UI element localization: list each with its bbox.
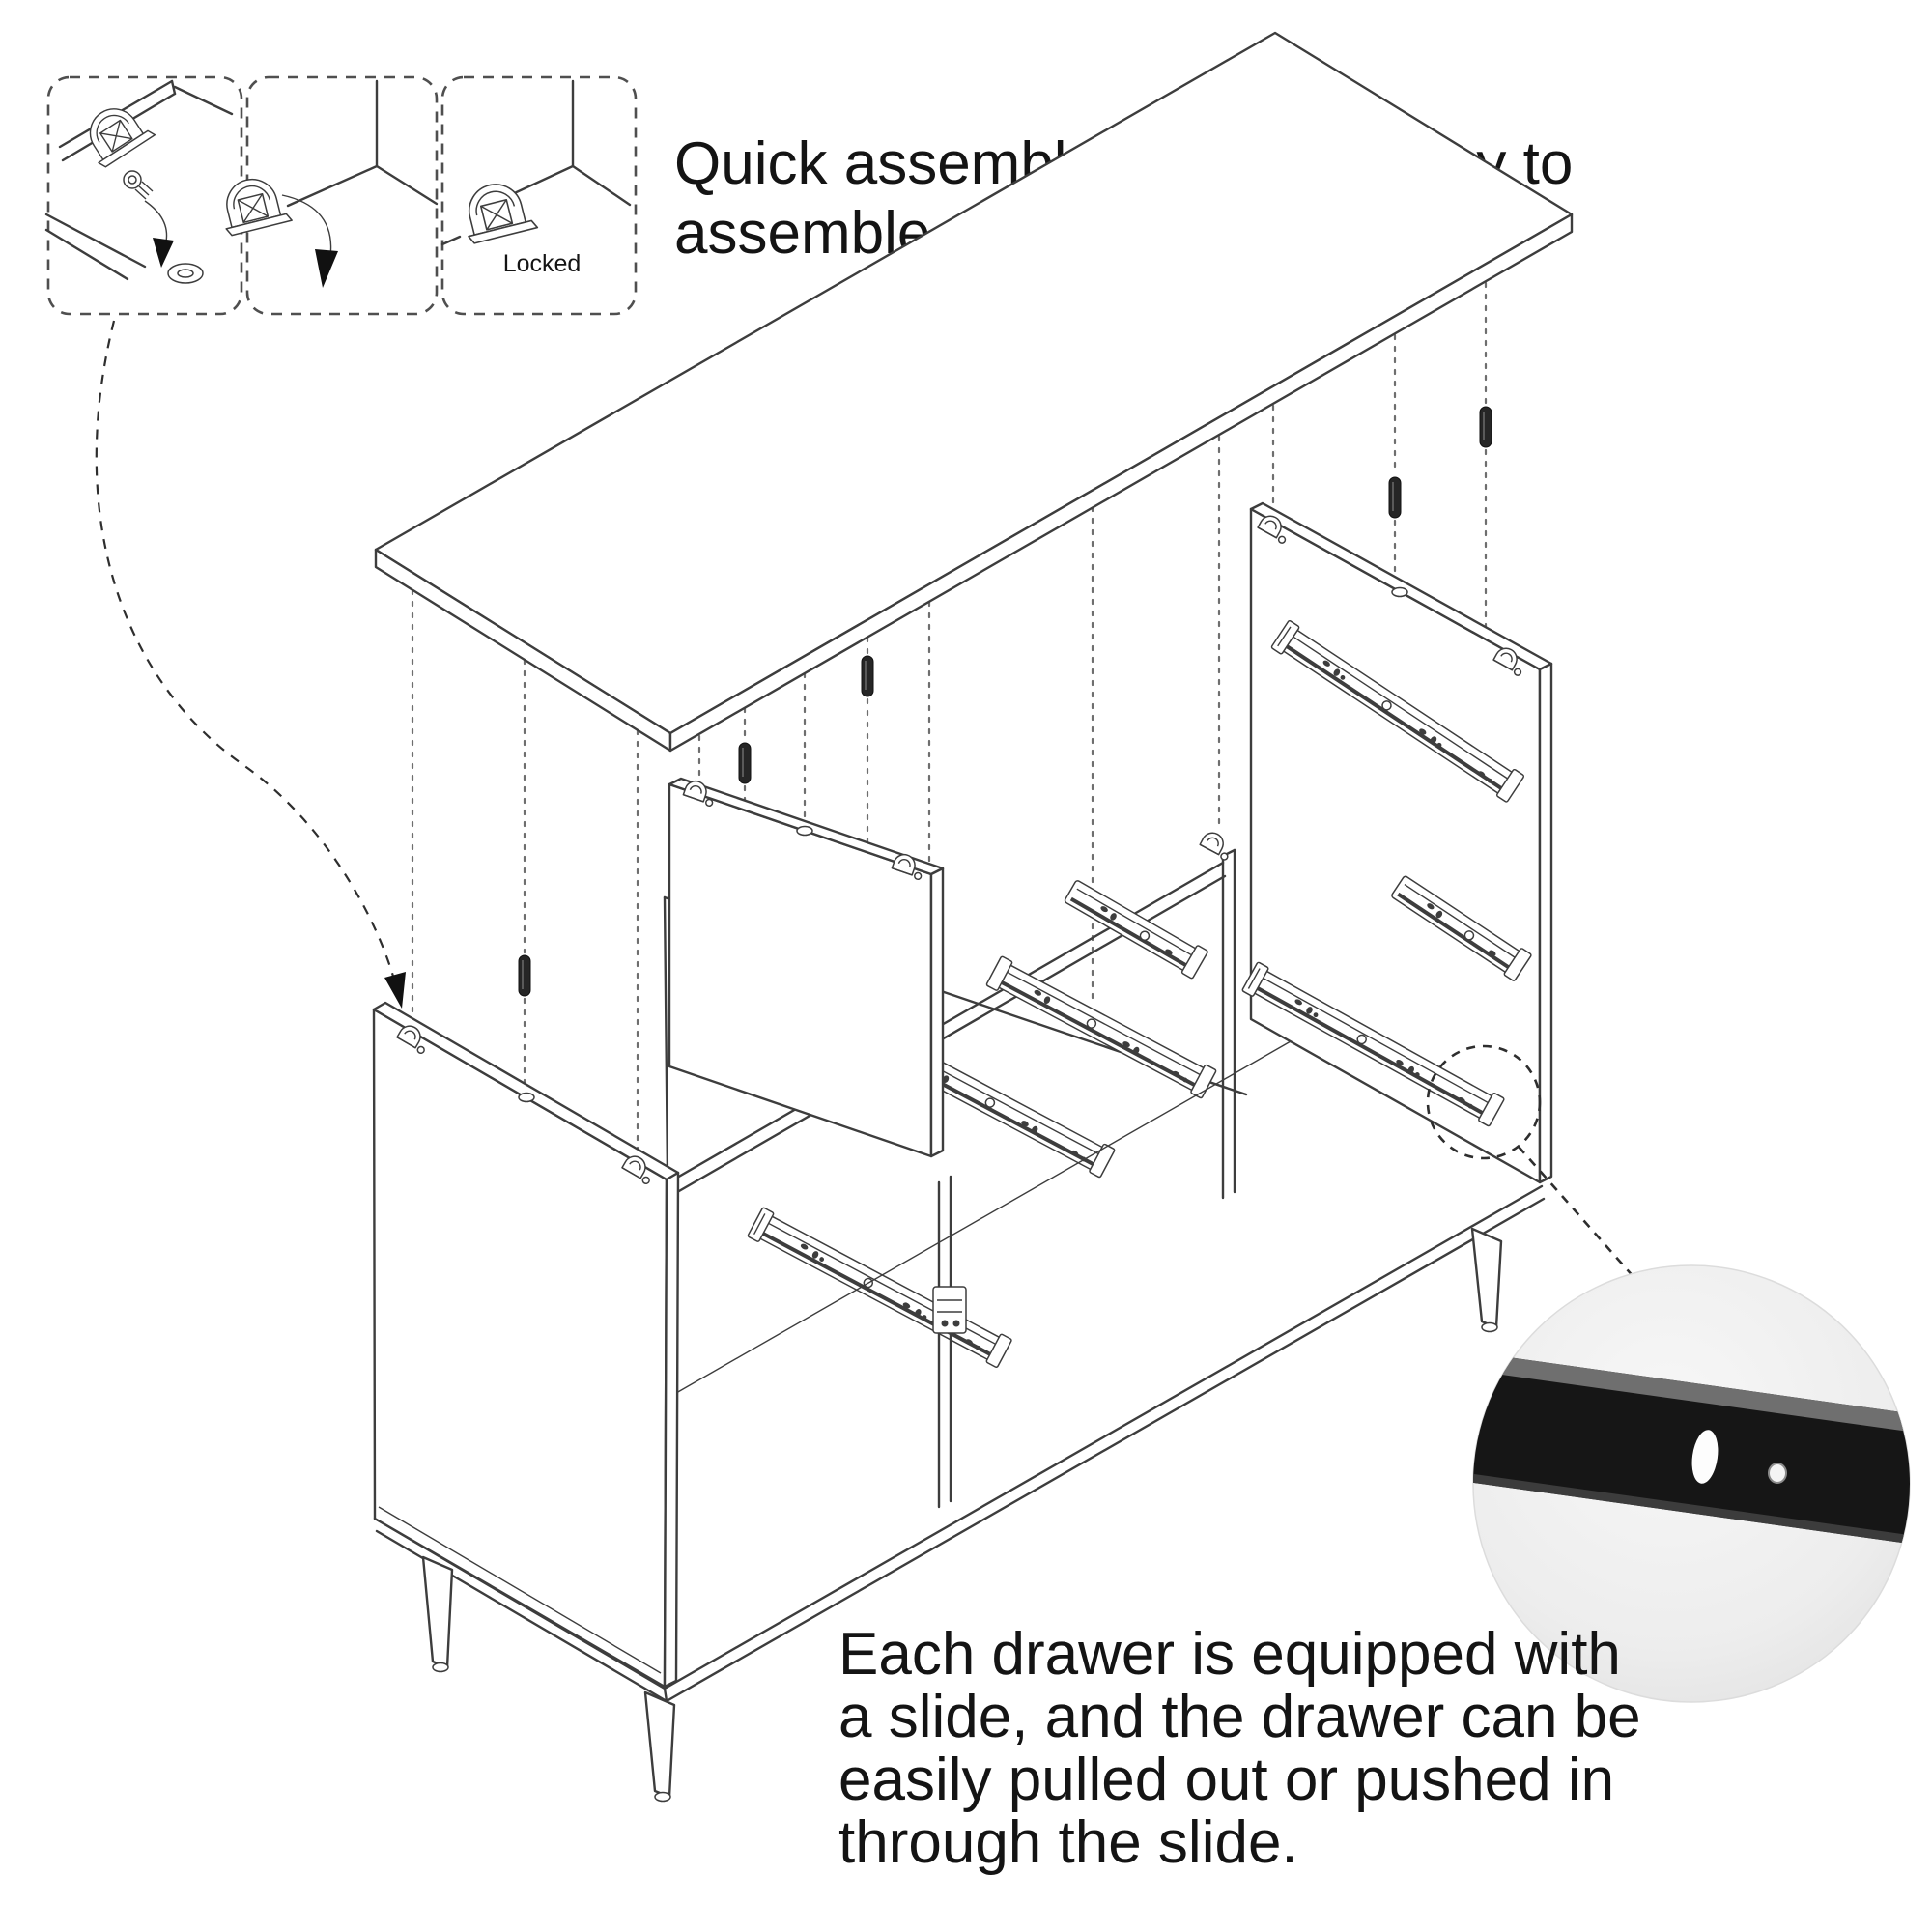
cabinet-legs bbox=[421, 1227, 1503, 1803]
drawer-slide-icon bbox=[748, 1208, 1012, 1369]
dowel-hole-icon bbox=[1391, 586, 1408, 598]
dowel-pin-icon bbox=[518, 954, 531, 997]
assembly-steps-strip: Locked bbox=[44, 75, 638, 316]
step2-place-cam bbox=[214, 79, 439, 288]
dowel-hole-icon bbox=[796, 825, 813, 837]
center-partition bbox=[1198, 828, 1236, 1200]
steps-leader bbox=[95, 320, 406, 1009]
cam-lock-locked-icon bbox=[457, 175, 539, 245]
exploded-cabinet-drawing bbox=[372, 31, 1643, 1803]
dowel-pin-icon bbox=[1388, 476, 1402, 519]
cam-lock-icon bbox=[214, 170, 293, 238]
top-panel bbox=[374, 31, 1574, 753]
callout-leader-line bbox=[1518, 1146, 1643, 1288]
dowel-pin-icon bbox=[1479, 406, 1492, 448]
dowel-pin-icon bbox=[738, 742, 752, 784]
detail-callout bbox=[1426, 1044, 1643, 1288]
drawer-slide-icon bbox=[1061, 874, 1210, 981]
drawer-partition-floating bbox=[668, 777, 945, 1158]
left-panel-back-edge bbox=[663, 895, 669, 1179]
paragraph-line2: a slide, and the drawer can be bbox=[838, 1684, 1641, 1750]
step1-insert-cam-bolt bbox=[44, 79, 234, 284]
step3-panel-border bbox=[440, 75, 638, 316]
leg-back-left bbox=[421, 1555, 454, 1673]
leg-front-left bbox=[643, 1690, 676, 1803]
oval-mounting-hole bbox=[1691, 1430, 1719, 1484]
assembly-guide-lines bbox=[411, 281, 1488, 1154]
cam-lock-icon bbox=[75, 94, 156, 170]
callout-paragraph: Each drawer is equipped with a slide, an… bbox=[838, 1621, 1641, 1876]
paragraph-line3: easily pulled out or pushed in bbox=[838, 1747, 1614, 1813]
dowel-pin-icon bbox=[861, 655, 874, 697]
paragraph-line4: through the slide. bbox=[838, 1809, 1298, 1876]
paragraph-line1: Each drawer is equipped with bbox=[838, 1621, 1621, 1688]
callout-circle bbox=[1426, 1044, 1542, 1160]
slide-rail-bevel bbox=[1473, 1350, 1910, 1434]
right-side-panel bbox=[1239, 501, 1553, 1184]
arrow-rotate-icon bbox=[315, 249, 338, 288]
drawer-slide-icon bbox=[986, 956, 1216, 1099]
step3-cam-locked: Locked bbox=[440, 79, 632, 277]
drawer-latch-icon bbox=[932, 1286, 967, 1334]
leg-front-right bbox=[1470, 1227, 1503, 1333]
left-side-panel bbox=[372, 1001, 680, 1689]
dowel-hole-icon bbox=[518, 1092, 535, 1103]
round-screw-hole bbox=[1768, 1463, 1787, 1484]
cam-fitting-icon bbox=[1198, 828, 1236, 862]
lower-partition bbox=[932, 1175, 967, 1509]
locked-label: Locked bbox=[503, 250, 582, 277]
arrow-down-icon bbox=[153, 238, 174, 268]
slide-closeup-inset bbox=[1472, 1264, 1911, 1703]
leader-arrowhead-icon bbox=[384, 972, 406, 1009]
